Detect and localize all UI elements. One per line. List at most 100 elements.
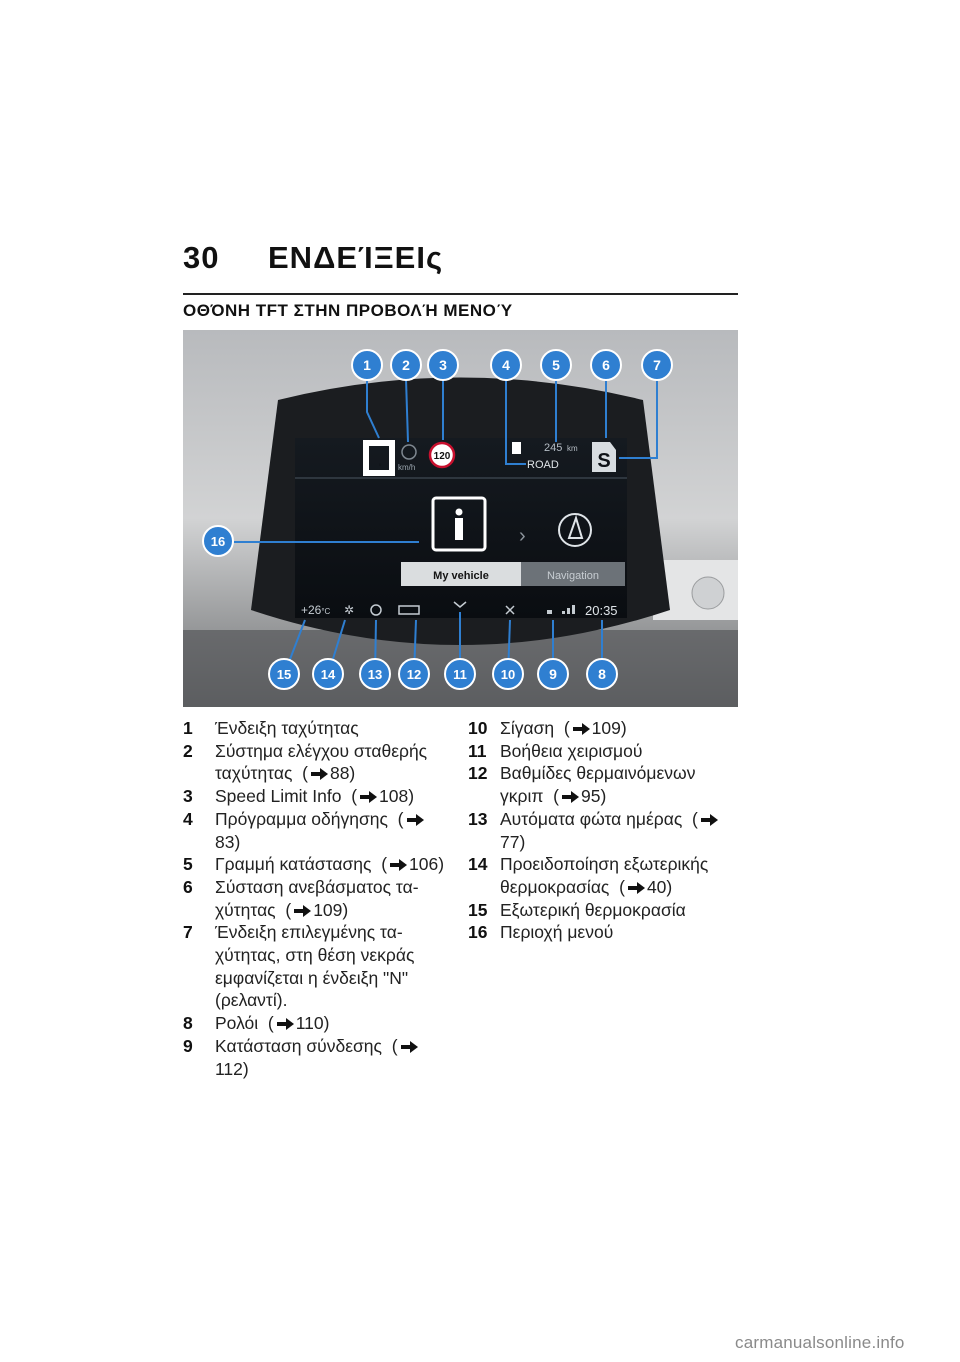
signal-bar-2 bbox=[567, 608, 570, 614]
callout-badge-10 bbox=[492, 658, 524, 690]
callout-label-13: 13 bbox=[368, 667, 382, 682]
callout-badge-13 bbox=[359, 658, 391, 690]
tab-my-vehicle-label: My vehicle bbox=[433, 570, 489, 582]
page-reference-arrow-icon bbox=[627, 881, 645, 894]
speed-limit-sign bbox=[428, 441, 456, 469]
range-unit: km bbox=[567, 444, 578, 453]
callout-badge-8 bbox=[586, 658, 618, 690]
callout-label-2: 2 bbox=[402, 357, 410, 373]
info-menu-tile bbox=[431, 496, 487, 552]
legend-number: 15 bbox=[468, 899, 488, 920]
section-title: ΟΘΌΝΗ TFT ΣΤΗΝ ΠΡΟΒΟΛΉ ΜΕΝΟΎ bbox=[183, 301, 513, 320]
legend-page-reference: 109) bbox=[313, 899, 349, 920]
callout-label-3: 3 bbox=[439, 357, 447, 373]
legend-page-reference: 77) bbox=[500, 831, 526, 852]
watermark: carmanualsonline.info bbox=[735, 1333, 905, 1352]
legend-text: Κατάσταση σύνδεσης bbox=[215, 1035, 382, 1056]
legend-text: Σύστημα ελέγχου σταθερής ταχύτητας bbox=[215, 740, 428, 784]
page-reference-arrow-icon bbox=[294, 904, 312, 917]
range-value: 245 bbox=[544, 442, 562, 454]
tab-navigation[interactable] bbox=[521, 562, 625, 586]
legend-text: Ρολόι bbox=[215, 1013, 259, 1034]
fuel-icon bbox=[512, 442, 521, 454]
clock-value: 20:35 bbox=[585, 603, 618, 618]
legend-text: Βαθμίδες θερμαινόμενων γκριπ bbox=[500, 763, 696, 807]
callout-badge-1 bbox=[351, 349, 383, 381]
legend-text: Ένδειξη ταχύτητας bbox=[215, 718, 359, 738]
legend-page-reference: 108) bbox=[379, 786, 415, 807]
legend-number: 9 bbox=[183, 1035, 193, 1056]
callout-label-10: 10 bbox=[501, 667, 515, 682]
page-reference-arrow-icon bbox=[561, 791, 579, 804]
gear-value: 0 bbox=[379, 462, 382, 467]
signal-bar-1 bbox=[562, 611, 565, 614]
outside-temperature: +26°C bbox=[301, 603, 331, 617]
tab-navigation-label: Navigation bbox=[547, 570, 599, 582]
legend-page-reference: 109) bbox=[591, 718, 627, 738]
info-icon-dot bbox=[455, 508, 463, 516]
callout-badge-11 bbox=[444, 658, 476, 690]
callout-label-8: 8 bbox=[598, 666, 606, 682]
legend-page-reference: 95) bbox=[580, 786, 607, 807]
tab-my-vehicle[interactable] bbox=[401, 562, 521, 586]
legend-page-reference: 83) bbox=[215, 831, 241, 852]
connection-status-icon bbox=[547, 610, 552, 614]
navigation-icon bbox=[558, 513, 592, 547]
callout-label-1: 1 bbox=[363, 357, 371, 373]
signal-bar-3 bbox=[572, 605, 575, 614]
legend-number: 11 bbox=[468, 740, 487, 761]
speed-limit-value: 120 bbox=[434, 451, 451, 462]
section-divider bbox=[183, 293, 738, 295]
callout-badge-7 bbox=[641, 349, 673, 381]
info-icon-stem bbox=[455, 518, 463, 540]
legend-number: 1 bbox=[183, 718, 193, 738]
legend-number: 16 bbox=[468, 922, 488, 943]
legend-text: Speed Limit Info bbox=[215, 786, 342, 807]
legend-number: 6 bbox=[183, 876, 193, 897]
heated-grips-icon bbox=[398, 605, 420, 615]
callout-badges: 1 2 3 4 5 6 7 8 9 10 11 12 13 1 bbox=[202, 349, 673, 690]
legend-text: Γραμμή κατάστασης bbox=[215, 854, 372, 875]
legend-number: 3 bbox=[183, 786, 193, 807]
legend-number: 10 bbox=[468, 718, 488, 738]
callout-label-12: 12 bbox=[407, 667, 421, 682]
callout-badge-9 bbox=[537, 658, 569, 690]
chapter-title: ΕΝΔΕΊΞΕΙς bbox=[268, 240, 444, 275]
tft-display-illustration: 0 km/h 120 245 km ROAD S › My vehicle Na… bbox=[183, 330, 738, 707]
temperature-unit: °C bbox=[321, 607, 330, 616]
callout-badge-16 bbox=[202, 525, 234, 557]
legend-number: 7 bbox=[183, 922, 193, 943]
chevron-right-icon: › bbox=[519, 525, 526, 547]
legend-number: 14 bbox=[468, 854, 488, 875]
legend-text: Περιοχή μενού bbox=[500, 922, 614, 943]
tft-display-figure: 0 km/h 120 245 km ROAD S › My vehicle Na… bbox=[183, 330, 738, 707]
page-reference-arrow-icon bbox=[700, 813, 718, 826]
page-reference-arrow-icon bbox=[360, 791, 378, 804]
callout-label-14: 14 bbox=[321, 667, 336, 682]
gear-indicator-box bbox=[592, 442, 616, 472]
speed-unit: km/h bbox=[398, 463, 415, 472]
cruise-control-icon bbox=[401, 444, 417, 460]
callout-label-15: 15 bbox=[277, 667, 291, 682]
page-number: 30 bbox=[183, 240, 220, 275]
legend-text: Προειδοποίηση εξωτερικής θερμοκρασίας bbox=[500, 854, 709, 897]
legend-number: 5 bbox=[183, 854, 193, 875]
legend-page-reference: 112) bbox=[215, 1058, 249, 1079]
callout-label-11: 11 bbox=[453, 667, 467, 682]
gear-display-frame bbox=[363, 440, 395, 476]
callout-leader-4 bbox=[505, 379, 526, 465]
legend-page-reference: 88) bbox=[329, 763, 356, 784]
legend-item: 16 Περιοχή μενού bbox=[468, 921, 738, 944]
callout-label-4: 4 bbox=[502, 357, 510, 373]
mute-icon bbox=[505, 605, 515, 615]
legend-number: 13 bbox=[468, 808, 488, 829]
